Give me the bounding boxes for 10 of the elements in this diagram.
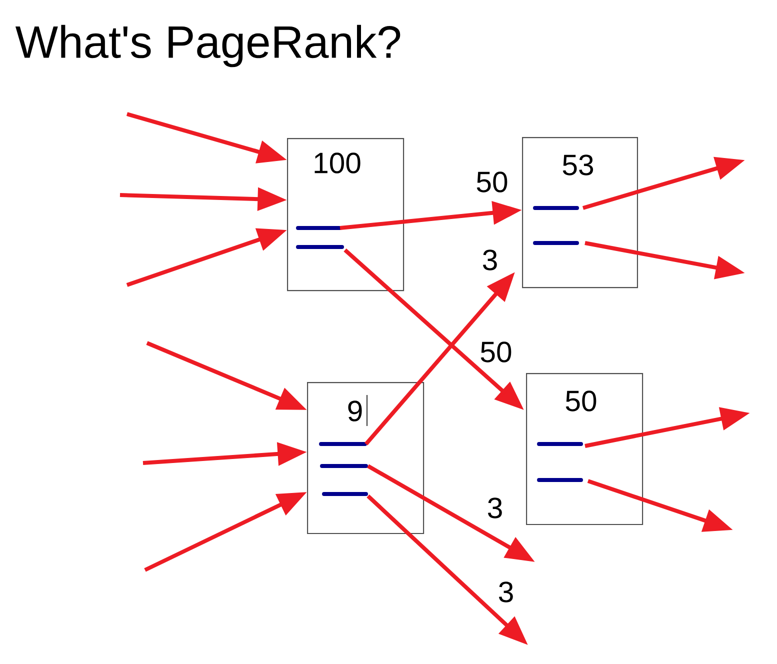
page-box: 50 — [526, 373, 644, 525]
page-box: 9 — [307, 382, 424, 534]
edge-label: 3 — [482, 250, 497, 270]
edge-label: 50 — [476, 172, 508, 192]
edge-label: 3 — [498, 582, 513, 602]
edge-label: 3 — [488, 498, 502, 518]
page-box: 53 — [522, 137, 638, 288]
page-box: 100 — [287, 138, 404, 292]
edge-label: 50 — [480, 342, 512, 362]
title: What's PageRank? — [15, 24, 400, 68]
